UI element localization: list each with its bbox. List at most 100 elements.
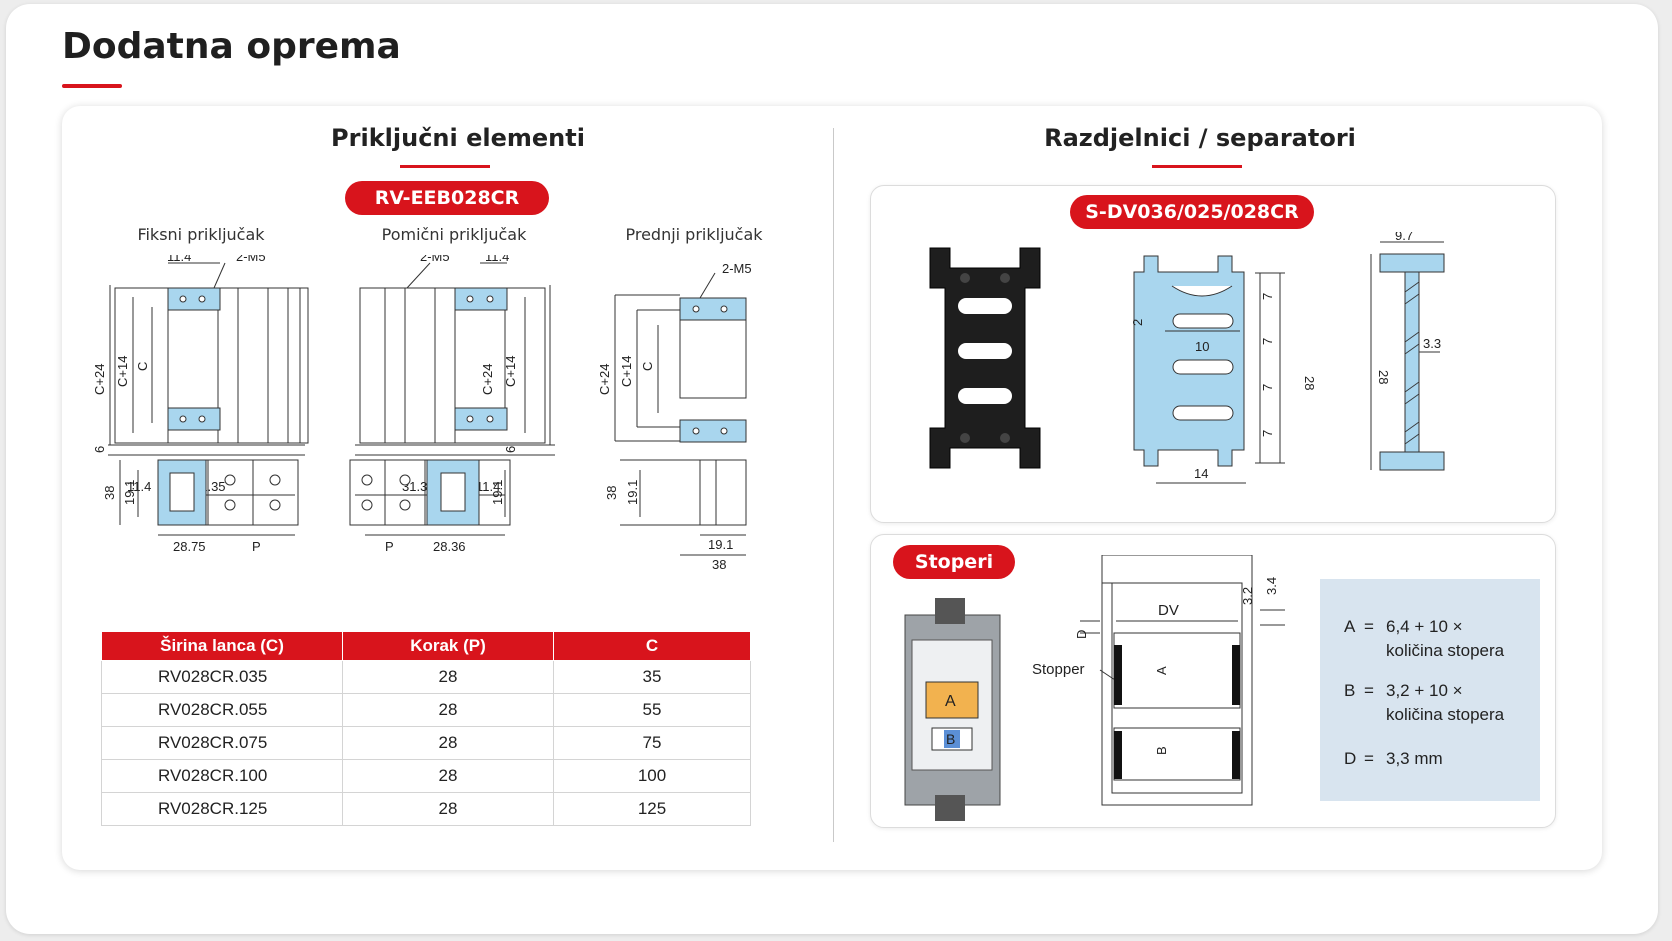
dim-label: 10 (1195, 339, 1209, 354)
table-cell: RV028CR.035 (101, 660, 343, 694)
formula-line1: 3,2 + 10 × (1386, 681, 1463, 700)
dim-label: DV (1158, 602, 1179, 619)
page-title: Dodatna oprema (62, 26, 401, 67)
formula-label: B (1344, 681, 1356, 700)
table-cell: 75 (553, 726, 751, 760)
dim-label: 28.36 (433, 539, 466, 554)
dim-label: 11.4 (167, 255, 191, 264)
dim-label: 38 (712, 557, 726, 572)
fixed-connector-drawing: 11.4 2-M5 C+24 C+14 C 6 11.4 31.35 38 19… (92, 255, 309, 554)
front-connector-drawing: 2-M5 C+24 C+14 C 38 19.1 19.1 38 (597, 261, 752, 572)
dim-label: 14 (1194, 466, 1208, 481)
table-cell: RV028CR.075 (101, 726, 343, 760)
table-cell: 28 (342, 792, 554, 826)
stopper-callout: Stopper (1032, 661, 1085, 678)
dim-label: P (385, 539, 394, 554)
table-cell: 35 (553, 660, 751, 694)
dim-label: 28.75 (173, 539, 206, 554)
formula-b: B = 3,2 + 10 × količina stopera (1344, 681, 1504, 725)
connector-badge: RV-EEB028CR (345, 181, 549, 215)
dim-label: A (1154, 666, 1169, 675)
dimensions-table: Širina lanca (C) Korak (P) C RV028CR.035… (101, 631, 751, 826)
table-header: C (553, 631, 751, 661)
dim-label: 11.4 (476, 479, 500, 494)
dim-label: 38 (102, 486, 117, 500)
dim-label: 9.7 (1395, 232, 1413, 243)
title-underline (62, 84, 122, 88)
stopper-a-label: A (945, 693, 956, 710)
table-cell: 125 (553, 792, 751, 826)
right-section-title: Razdjelnici / separatori (1044, 124, 1356, 152)
table-row: RV028CR.055 28 55 (101, 693, 751, 727)
dim-label: 2-M5 (236, 255, 266, 264)
movable-connector-drawing: 2-M5 11.4 C+24 C+14 6 31.35 11.4 19.1 P … (349, 255, 555, 554)
table-cell: 28 (342, 726, 554, 760)
stopper-drawing: DV D A B 3.2 3.4 Stopper (1032, 555, 1285, 806)
formula-box: A=6,4 + 10 × količina stopera B=3,2 + 10… (1320, 579, 1540, 801)
separator-side-drawing: 9.7 28 3.3 (1370, 232, 1445, 471)
formula-line1: 6,4 + 10 × (1386, 617, 1463, 636)
section-divider (833, 128, 834, 842)
dim-label: 19.1 (490, 480, 505, 505)
dim-label: 38 (604, 486, 619, 500)
separator-drawing: 2 10 7 7 7 7 14 28 (1130, 255, 1317, 484)
dim-label: P (252, 539, 261, 554)
formula-eq: = (1364, 749, 1374, 768)
formula-a: A=6,4 + 10 × količina stopera (1344, 617, 1504, 661)
dim-label: C+24 (597, 364, 612, 395)
stopper-b-label: B (946, 731, 955, 747)
dim-label: 19.1 (708, 537, 733, 552)
dim-label: 7 (1260, 338, 1275, 345)
dim-label: 31.35 (402, 479, 435, 494)
dim-label: C (640, 362, 655, 371)
table-cell: 28 (342, 759, 554, 793)
dim-label: 6 (503, 446, 518, 453)
dim-label: 2-M5 (722, 261, 752, 276)
formula-eq: = (1364, 617, 1374, 636)
sublabel-front: Prednji priključak (625, 225, 763, 244)
dim-label: B (1154, 746, 1169, 755)
left-section-title: Priključni elementi (331, 124, 585, 152)
right-section-underline (1152, 165, 1242, 168)
dim-label: C+14 (503, 356, 518, 387)
formula-label: D (1344, 749, 1357, 768)
formula-line2: količina stopera (1386, 705, 1505, 724)
dim-label: C+24 (92, 364, 107, 395)
dim-label: 7 (1260, 384, 1275, 391)
table-cell: 28 (342, 660, 554, 694)
left-section-underline (400, 165, 490, 168)
dim-label: C+14 (115, 356, 130, 387)
table-row: RV028CR.100 28 100 (101, 759, 751, 793)
table-row: RV028CR.125 28 125 (101, 792, 751, 826)
table-header-row: Širina lanca (C) Korak (P) C (101, 631, 751, 661)
formula-d: D = 3,3 mm (1344, 749, 1443, 769)
dim-label: 2 (1130, 319, 1145, 326)
dim-label: 28 (1302, 376, 1317, 390)
formula-line2: količina stopera (1386, 641, 1505, 660)
dim-label: 19.1 (625, 480, 640, 505)
table-cell: 55 (553, 693, 751, 727)
table-cell: RV028CR.100 (101, 759, 343, 793)
formula-line1: 3,3 mm (1386, 749, 1443, 768)
table-cell: 28 (342, 693, 554, 727)
dim-label: D (1074, 630, 1089, 639)
dim-label: 3.2 (1240, 587, 1255, 605)
dim-label: C+24 (480, 364, 495, 395)
dim-label: 19.1 (122, 480, 137, 505)
dim-label: 3.4 (1264, 577, 1279, 595)
separator-badge: S-DV036/025/028CR (1070, 195, 1314, 229)
dim-label: 28 (1376, 370, 1391, 384)
dim-label: C+14 (619, 356, 634, 387)
separator-photo (929, 247, 1041, 469)
table-cell: RV028CR.125 (101, 792, 343, 826)
dim-label: C (135, 362, 150, 371)
dim-label: 2-M5 (420, 255, 450, 264)
dim-label: 7 (1260, 430, 1275, 437)
formula-eq: = (1364, 681, 1374, 700)
table-header: Korak (P) (342, 631, 554, 661)
stopper-photo: A B (904, 598, 1001, 821)
table-row: RV028CR.075 28 75 (101, 726, 751, 760)
table-cell: 100 (553, 759, 751, 793)
dim-label: 7 (1260, 293, 1275, 300)
sublabel-movable: Pomični priključak (381, 225, 527, 244)
